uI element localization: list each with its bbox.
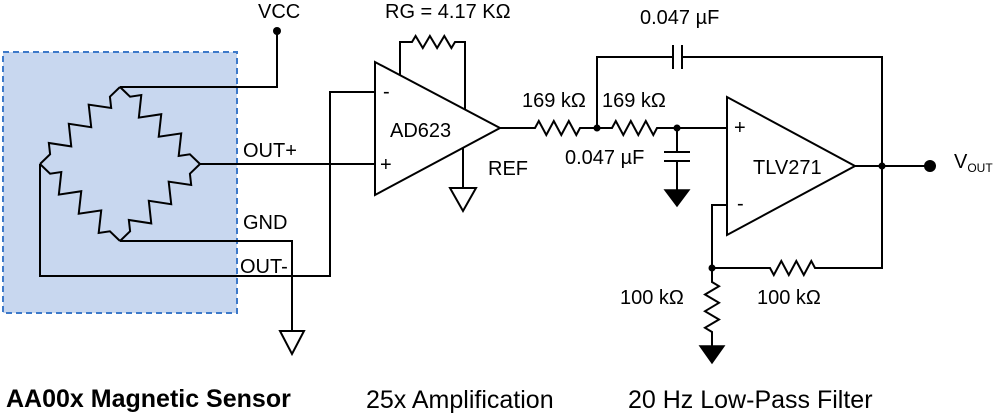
filter-section-title: 20 Hz Low-Pass Filter <box>628 386 873 414</box>
gnd-label: GND <box>243 212 287 234</box>
wire-top-capacitor-left <box>596 56 673 128</box>
out-minus-label: OUT- <box>240 256 288 278</box>
tlv271-noninverting-input-label: + <box>734 117 746 139</box>
sensor-section-title: AA00x Magnetic Sensor <box>6 385 291 413</box>
ref-label: REF <box>488 158 528 180</box>
out-plus-label: OUT+ <box>243 140 297 162</box>
bridge-resistor-top-right <box>119 86 201 165</box>
input-resistor-2 <box>597 118 727 138</box>
ground-symbol-resistor <box>698 345 726 365</box>
junction-dot-feedback-node <box>708 264 716 272</box>
junction-dot-capacitor-node <box>673 124 681 132</box>
ground-resistor <box>703 268 721 346</box>
junction-dot-output-node <box>878 162 886 170</box>
ground-symbol-ref <box>448 187 478 214</box>
gain-resistor-rg <box>399 34 466 110</box>
top-capacitor-label: 0.047 µF <box>640 7 719 29</box>
vout-label: VOUT <box>954 151 993 175</box>
sensor-section: VCC OUT+ GND OUT- AA00x Magnetic Sensor <box>2 1 375 413</box>
input-resistor-2-label: 169 kΩ <box>602 90 666 112</box>
amplifier-section: - + AD623 RG = 4.17 KΩ REF 25x Amplifica… <box>366 1 554 414</box>
ground-symbol-capacitor <box>663 189 691 208</box>
feedback-resistor-label: 100 kΩ <box>757 287 821 309</box>
filter-section: 0.047 µF 169 kΩ 169 kΩ 0.047 µF + - TLV2… <box>500 7 993 414</box>
input-resistor-1 <box>500 118 597 138</box>
wire-vcc <box>120 31 278 88</box>
wire-feedback-loop <box>682 56 883 278</box>
bridge-resistor-bottom-left <box>39 163 121 242</box>
ad623-inverting-input-label: - <box>383 81 390 103</box>
ad623-chip-label: AD623 <box>390 120 451 142</box>
gain-resistor-label: RG = 4.17 KΩ <box>385 1 511 23</box>
vcc-terminal-dot <box>273 27 281 35</box>
op-amp-ad623-triangle <box>374 60 503 197</box>
vout-terminal-dot <box>924 160 936 172</box>
junction-dot-resistor-node <box>593 124 601 132</box>
vout-label-subscript: OUT <box>967 161 993 175</box>
vout-label-main: V <box>954 151 968 173</box>
op-amp-tlv271-triangle <box>726 95 858 237</box>
ground-symbol-sensor <box>278 330 306 357</box>
tlv271-chip-label: TLV271 <box>753 157 822 179</box>
bridge-resistor-top-left <box>39 86 121 165</box>
wire-out-minus <box>39 91 375 277</box>
input-resistor-1-label: 169 kΩ <box>522 90 586 112</box>
tlv271-inverting-input-label: - <box>737 193 744 215</box>
ad623-noninverting-input-label: + <box>380 154 392 176</box>
ground-capacitor-label: 0.047 µF <box>565 147 644 169</box>
bridge-resistor-bottom-right <box>119 163 201 242</box>
vcc-label: VCC <box>258 1 300 23</box>
ground-resistor-label: 100 kΩ <box>620 287 684 309</box>
sensor-boundary-box <box>2 51 238 314</box>
amplifier-section-title: 25x Amplification <box>366 386 554 414</box>
wire-gnd <box>120 240 293 331</box>
